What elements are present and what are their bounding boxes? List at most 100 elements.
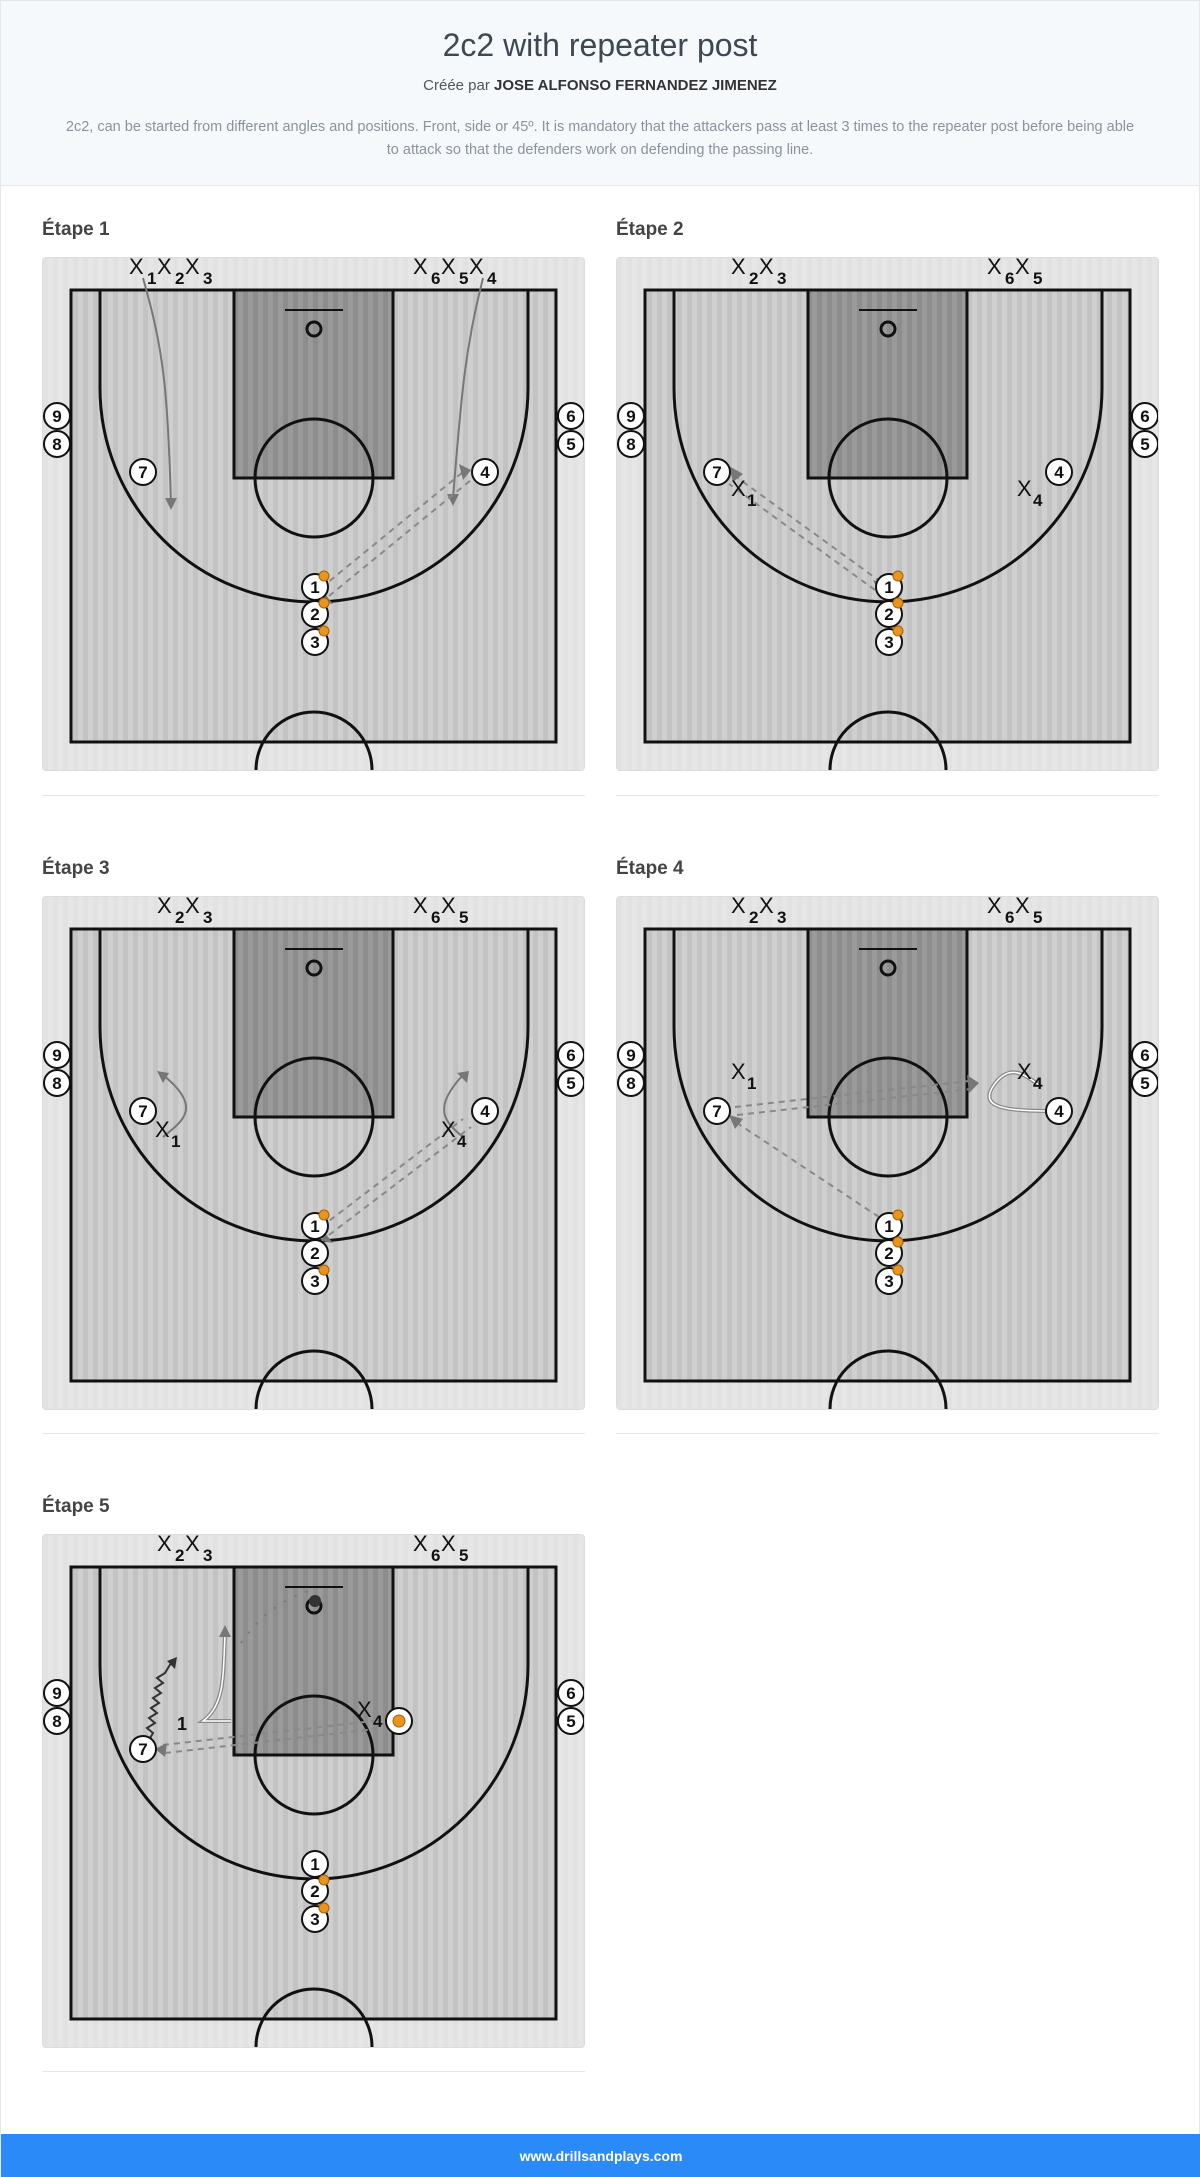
player-label: X — [469, 258, 484, 279]
player-4-ball — [385, 1707, 413, 1735]
site-link[interactable]: www.drillsandplays.com — [519, 2148, 683, 2164]
player-4: 4 — [1045, 458, 1073, 486]
player-label: 8 — [626, 1074, 635, 1093]
player-label: 3 — [777, 908, 786, 927]
player-5: 5 — [557, 1069, 584, 1097]
player-5: 5 — [557, 1707, 584, 1735]
drill-description: 2c2, can be started from different angle… — [65, 119, 1135, 158]
player-circle — [471, 1097, 499, 1125]
player-1: 1 — [301, 1209, 330, 1240]
player-label: 5 — [459, 908, 468, 927]
arrowhead — [729, 1115, 743, 1129]
player-circle — [557, 1069, 584, 1097]
player-label: 1 — [310, 1855, 319, 1874]
player-label: X — [731, 258, 746, 279]
player-1: 1 — [875, 570, 904, 601]
player-circle — [617, 1041, 645, 1069]
player-label: 2 — [749, 269, 758, 288]
player-label: 1 — [147, 269, 156, 288]
player-label: 6 — [431, 269, 440, 288]
player-label: X — [1015, 897, 1030, 918]
step-title: Étape 3 — [42, 858, 110, 879]
screen-line-inner — [200, 1634, 231, 1722]
player-label: 5 — [459, 1546, 468, 1565]
player-label: X — [759, 897, 774, 918]
player-label: X — [129, 258, 144, 279]
pass-line — [320, 471, 464, 589]
player-9: 9 — [617, 402, 645, 430]
player-label: X — [157, 258, 172, 279]
player-label: X — [1017, 476, 1032, 501]
arrowhead — [167, 1657, 177, 1669]
player-label: X — [185, 258, 200, 279]
player-circle — [301, 1239, 329, 1267]
player-7: 7 — [129, 1735, 157, 1763]
player-label: 2 — [310, 1882, 319, 1901]
player-label: 6 — [1140, 407, 1149, 426]
player-label: 6 — [566, 407, 575, 426]
player-label: 8 — [52, 435, 61, 454]
player-1-slot: 1 — [301, 1850, 329, 1878]
player-2: 2 — [875, 1236, 904, 1267]
drill-header: 2c2 with repeater post Créée par JOSE AL… — [1, 1, 1199, 186]
player-4: 4 — [471, 458, 499, 486]
player-7: 7 — [129, 1097, 157, 1125]
player-label: X — [987, 897, 1002, 918]
player-circle — [703, 1097, 731, 1125]
author-prefix: Créée par — [423, 77, 490, 94]
player-circle — [617, 1069, 645, 1097]
player-label: X — [185, 1535, 200, 1556]
pass-line — [164, 1728, 376, 1754]
player-label: 1 — [310, 578, 319, 597]
player-8: 8 — [43, 1069, 71, 1097]
player-label: X — [731, 1059, 746, 1084]
player-label: 8 — [626, 435, 635, 454]
player-9: 9 — [43, 1679, 71, 1707]
ball-icon — [318, 570, 330, 582]
player-label: 3 — [884, 633, 893, 652]
player-label: 5 — [1033, 908, 1042, 927]
pass-line — [328, 1126, 472, 1236]
ball-icon — [309, 1595, 321, 1607]
player-4: 4 — [471, 1097, 499, 1125]
player-circle — [703, 458, 731, 486]
divider — [42, 1433, 585, 1434]
player-label: 4 — [1033, 1074, 1043, 1093]
player-label: 6 — [566, 1684, 575, 1703]
player-label: 4 — [373, 1712, 383, 1731]
player-label: 5 — [1033, 269, 1042, 288]
pass-line — [320, 1118, 464, 1228]
step-title: Étape 4 — [616, 858, 684, 879]
player-6: 6 — [557, 1679, 584, 1707]
player-6: 6 — [1131, 402, 1158, 430]
player-circle — [43, 1069, 71, 1097]
screen-line-inner — [988, 1071, 1048, 1112]
player-label: 6 — [1140, 1046, 1149, 1065]
player-label: X — [157, 1535, 172, 1556]
player-label: 2 — [310, 1244, 319, 1263]
player-circle — [43, 1707, 71, 1735]
shot-line — [240, 1589, 314, 1644]
player-circle — [129, 458, 157, 486]
player-label: 6 — [431, 1546, 440, 1565]
player-label: 1 — [310, 1217, 319, 1236]
player-label: 5 — [566, 435, 575, 454]
player-label: 3 — [310, 1272, 319, 1291]
player-circle — [43, 430, 71, 458]
divider — [616, 795, 1159, 796]
